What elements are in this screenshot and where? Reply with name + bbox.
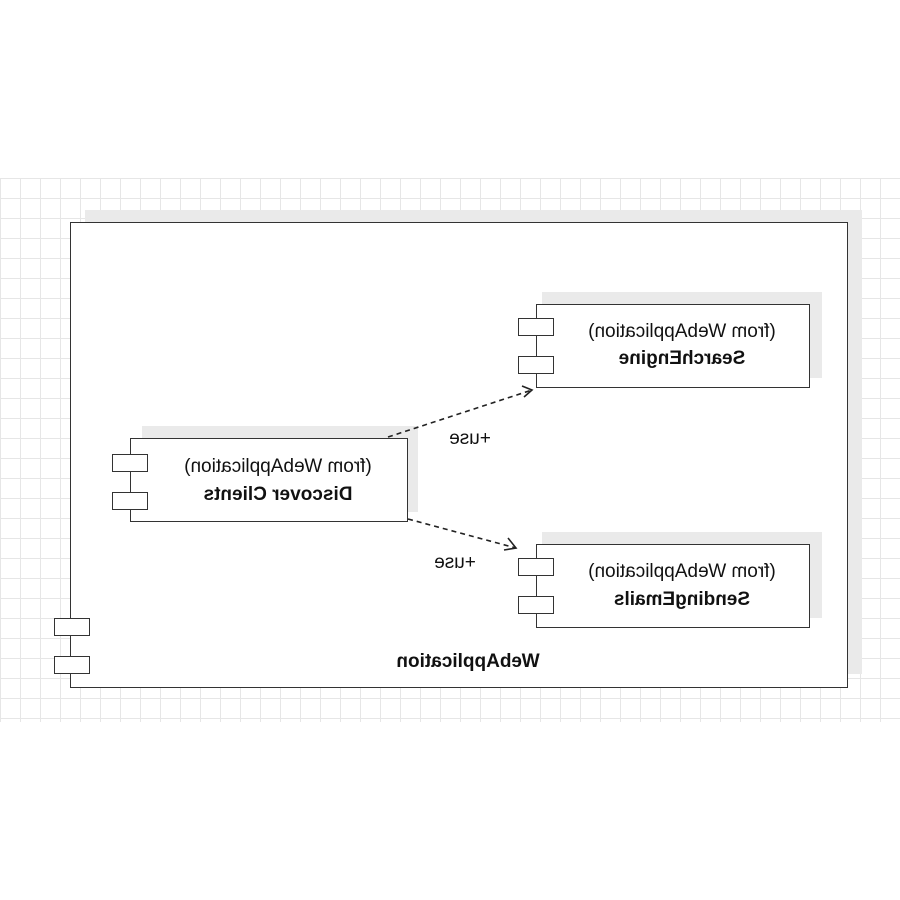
dependency-discover-to-emails[interactable]: [407, 518, 518, 551]
dependency-label-search: +use: [449, 428, 491, 449]
dependency-label-emails: +use: [434, 552, 476, 573]
dependency-discover-to-search[interactable]: [387, 385, 534, 438]
